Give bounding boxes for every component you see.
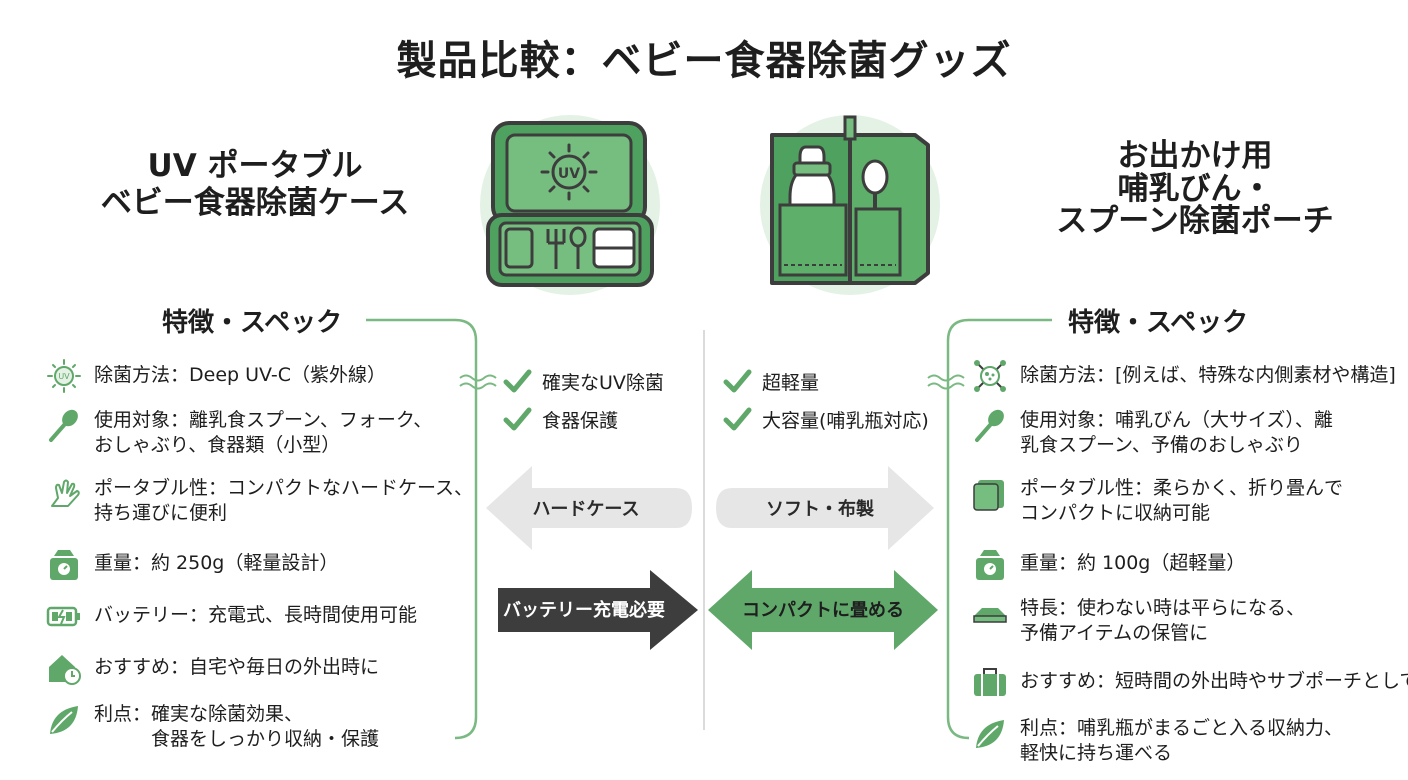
check-item: 超軽量 bbox=[722, 362, 929, 400]
feature-item: おすすめ：短時間の外出時やサブポーチとして bbox=[972, 664, 1408, 710]
feature-text: おすすめ：短時間の外出時やサブポーチとして bbox=[1020, 670, 1408, 692]
right-checks: 超軽量 大容量(哺乳瓶対応) bbox=[722, 362, 929, 438]
leaf-icon bbox=[976, 720, 1004, 748]
check-icon bbox=[503, 407, 532, 431]
uv-sun-icon: UV bbox=[47, 359, 81, 393]
folded-fabric-icon bbox=[973, 480, 1004, 511]
feature-item: 使用対象：離乳食スプーン、フォーク、 おしゃぶり、食器類（小型） bbox=[46, 408, 476, 472]
check-icon bbox=[723, 407, 752, 431]
check-label: 超軽量 bbox=[762, 371, 820, 394]
feature-item: 重量：約 100g（超軽量） bbox=[972, 546, 1408, 592]
pouch-illustration bbox=[760, 115, 940, 295]
left-feature-list: UV 除菌方法：Deep UV-C（紫外線） 使用対象：離乳食スプーン、フォーク… bbox=[46, 358, 476, 766]
feature-text: 使用対象：哺乳びん（大サイズ）、離 乳食スプーン、予備のおしゃぶり bbox=[1020, 409, 1333, 456]
check-label: 大容量(哺乳瓶対応) bbox=[762, 409, 929, 432]
molecule-icon bbox=[974, 360, 1006, 392]
feature-item: 重量：約 250g（軽量設計） bbox=[46, 546, 476, 592]
check-icon bbox=[723, 369, 752, 393]
hard-case-label: ハードケース bbox=[532, 499, 639, 520]
left-section-title: 特徴・スペック bbox=[162, 308, 343, 338]
check-item: 確実なUV除菌 bbox=[502, 362, 664, 400]
check-label: 食器保護 bbox=[542, 409, 619, 432]
leaf-icon bbox=[50, 706, 78, 734]
feature-item: ポータブル性：柔らかく、折り畳んで コンパクトに収納可能 bbox=[972, 476, 1408, 540]
check-label: 確実なUV除菌 bbox=[542, 371, 664, 394]
battery-arrow bbox=[498, 570, 698, 650]
spoon-icon bbox=[49, 409, 78, 442]
flat-pouch-icon bbox=[973, 608, 1007, 623]
scale-icon bbox=[50, 550, 78, 580]
feature-item: 除菌方法：[例えば、特殊な内側素材や構造] bbox=[972, 358, 1408, 404]
hard-case-arrow bbox=[486, 466, 692, 550]
feature-text: ポータブル性：コンパクトなハードケース、 持ち運びに便利 bbox=[94, 477, 474, 524]
feature-item: 利点：確実な除菌効果、 食器をしっかり収納・保護 bbox=[46, 702, 476, 766]
feature-item: 特長：使わない時は平らになる、 予備アイテムの保管に bbox=[972, 596, 1408, 660]
compact-fold-label: コンパクトに畳める bbox=[742, 600, 904, 621]
uv-case-illustration: UV bbox=[480, 115, 660, 295]
feature-text: おすすめ：自宅や毎日の外出時に bbox=[94, 656, 380, 678]
feature-text: バッテリー：充電式、長時間使用可能 bbox=[94, 604, 418, 626]
feature-text: 重量：約 250g（軽量設計） bbox=[94, 552, 339, 574]
feature-text: 除菌方法：Deep UV-C（紫外線） bbox=[94, 364, 387, 386]
compact-fold-arrow bbox=[708, 570, 938, 650]
spoon-icon bbox=[975, 409, 1004, 442]
right-section-title: 特徴・スペック bbox=[1068, 308, 1249, 338]
battery-arrow-label: バッテリー充電必要 bbox=[503, 599, 665, 621]
feature-item: UV 除菌方法：Deep UV-C（紫外線） bbox=[46, 358, 476, 404]
feature-item: 使用対象：哺乳びん（大サイズ）、離 乳食スプーン、予備のおしゃぶり bbox=[972, 408, 1408, 472]
feature-text: ポータブル性：柔らかく、折り畳んで コンパクトに収納可能 bbox=[1020, 477, 1344, 524]
scale-icon bbox=[976, 550, 1004, 580]
feature-text: 除菌方法：[例えば、特殊な内側素材や構造] bbox=[1020, 364, 1396, 386]
comparison-arrows: ハードケース ソフト・布製 バッテリー充電必要 コンパクトに畳める bbox=[486, 466, 938, 650]
soft-fabric-label: ソフト・布製 bbox=[766, 498, 874, 520]
feature-text: 利点：確実な除菌効果、 食器をしっかり収納・保護 bbox=[94, 703, 380, 750]
check-item: 大容量(哺乳瓶対応) bbox=[722, 400, 929, 438]
check-icon bbox=[503, 369, 532, 393]
feature-text: 使用対象：離乳食スプーン、フォーク、 おしゃぶり、食器類（小型） bbox=[94, 409, 433, 456]
soft-fabric-arrow bbox=[716, 466, 934, 550]
uv-label: UV bbox=[558, 166, 580, 182]
page-title: 製品比較：ベビー食器除菌グッズ bbox=[396, 38, 1012, 84]
feature-item: おすすめ：自宅や毎日の外出時に bbox=[46, 650, 476, 696]
hand-icon bbox=[51, 479, 80, 507]
feature-text: 特長：使わない時は平らになる、 予備アイテムの保管に bbox=[1020, 597, 1306, 644]
right-product-name: お出かけ用 哺乳びん・ スプーン除菌ポーチ bbox=[1056, 138, 1334, 240]
svg-text:UV: UV bbox=[58, 372, 70, 381]
left-checks: 確実なUV除菌 食器保護 bbox=[502, 362, 664, 438]
bag-icon bbox=[974, 668, 1006, 696]
feature-item: ポータブル性：コンパクトなハードケース、 持ち運びに便利 bbox=[46, 476, 476, 540]
feature-text: 重量：約 100g（超軽量） bbox=[1020, 552, 1246, 574]
feature-item: バッテリー：充電式、長時間使用可能 bbox=[46, 598, 476, 644]
battery-icon bbox=[46, 606, 80, 627]
feature-text: 利点：哺乳瓶がまるごと入る収納力、 軽快に持ち運べる bbox=[1020, 717, 1344, 764]
feature-item: 利点：哺乳瓶がまるごと入る収納力、 軽快に持ち運べる bbox=[972, 716, 1408, 780]
check-item: 食器保護 bbox=[502, 400, 664, 438]
left-product-name: UV ポータブル ベビー食器除菌ケース bbox=[100, 148, 410, 222]
right-feature-list: 除菌方法：[例えば、特殊な内側素材や構造] 使用対象：哺乳びん（大サイズ）、離 … bbox=[972, 358, 1408, 780]
home-clock-icon bbox=[49, 655, 81, 685]
